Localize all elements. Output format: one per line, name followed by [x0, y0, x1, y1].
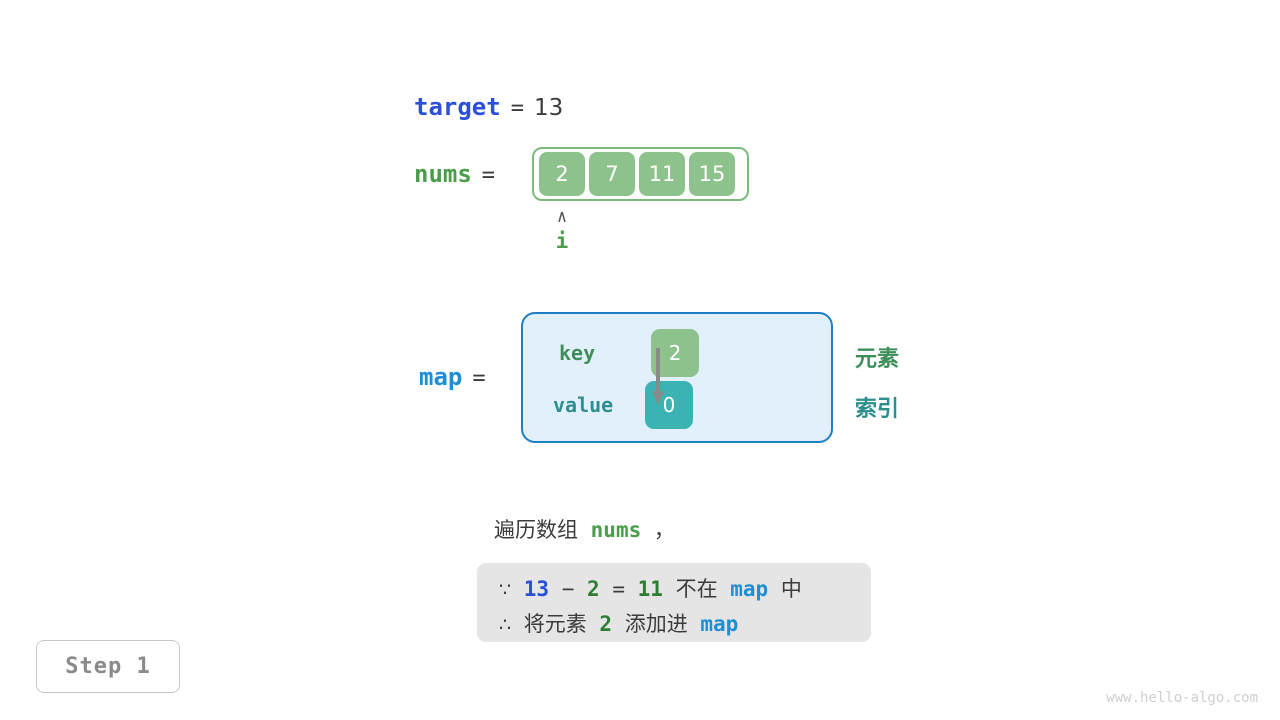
because-symbol: ∵: [499, 579, 512, 601]
reasoning-note-box: ∵ 13 − 2 = 11 不在 map 中 ∴ 将元素 2 添加进 map: [477, 563, 871, 642]
array-cell-0: 2: [539, 152, 585, 196]
note-map-keyword-2: map: [700, 612, 739, 636]
note-add-into-text: 添加进: [624, 612, 688, 636]
map-key-row: key 2: [559, 329, 699, 377]
note-equals-operator: =: [612, 577, 625, 601]
note-add-element-text: 将元素: [523, 612, 587, 636]
caret-up-icon: ∧: [556, 207, 568, 227]
note-target-value: 13: [523, 577, 550, 601]
index-pointer-group: ∧ i: [540, 208, 584, 256]
target-equals-sign: =: [510, 96, 524, 121]
map-container: key 2 value 0: [521, 312, 833, 443]
nums-array-container: 2 7 11 15: [532, 147, 749, 201]
step-label: Step 1: [65, 654, 151, 679]
map-variable-row: map =: [419, 363, 496, 391]
legend-index-label: 索引: [855, 397, 900, 422]
note-in-text: 中: [780, 577, 802, 601]
target-value: 13: [533, 95, 564, 121]
pointer-label-i: i: [555, 229, 569, 253]
step-badge: Step 1: [36, 640, 180, 693]
map-key-cell-0: 2: [651, 329, 699, 377]
legend-element-label: 元素: [855, 347, 900, 372]
note-line-2: ∴ 将元素 2 添加进 map: [499, 607, 849, 642]
caption-text-after: ，: [653, 518, 675, 542]
map-value-label: value: [553, 393, 614, 417]
caption-code-nums: nums: [590, 518, 642, 542]
note-minus-operator: −: [561, 577, 575, 601]
note-not-in-text: 不在: [675, 577, 718, 601]
array-cell-2: 11: [639, 152, 685, 196]
map-key-label: key: [559, 341, 596, 365]
note-complement-value: 11: [637, 577, 663, 601]
therefore-symbol: ∴: [499, 614, 512, 636]
note-map-keyword-1: map: [730, 577, 769, 601]
nums-variable-row: nums =: [414, 160, 505, 188]
note-added-value: 2: [599, 612, 613, 636]
map-equals-sign: =: [472, 366, 486, 391]
note-current-element: 2: [587, 577, 600, 601]
map-value-row: value 0: [553, 381, 693, 429]
map-value-cell-0: 0: [645, 381, 693, 429]
array-cell-1: 7: [589, 152, 635, 196]
note-line-1: ∵ 13 − 2 = 11 不在 map 中: [499, 572, 849, 607]
caption-text-before: 遍历数组: [494, 518, 578, 542]
nums-variable-name: nums: [414, 160, 472, 188]
watermark: www.hello-algo.com: [1106, 690, 1258, 706]
caption-traverse-array: 遍历数组 nums ，: [494, 514, 675, 544]
map-variable-name: map: [419, 363, 463, 391]
target-variable-name: target: [414, 93, 501, 121]
array-cell-3: 15: [689, 152, 735, 196]
target-variable-row: target = 13: [414, 93, 563, 121]
nums-equals-sign: =: [481, 163, 496, 188]
